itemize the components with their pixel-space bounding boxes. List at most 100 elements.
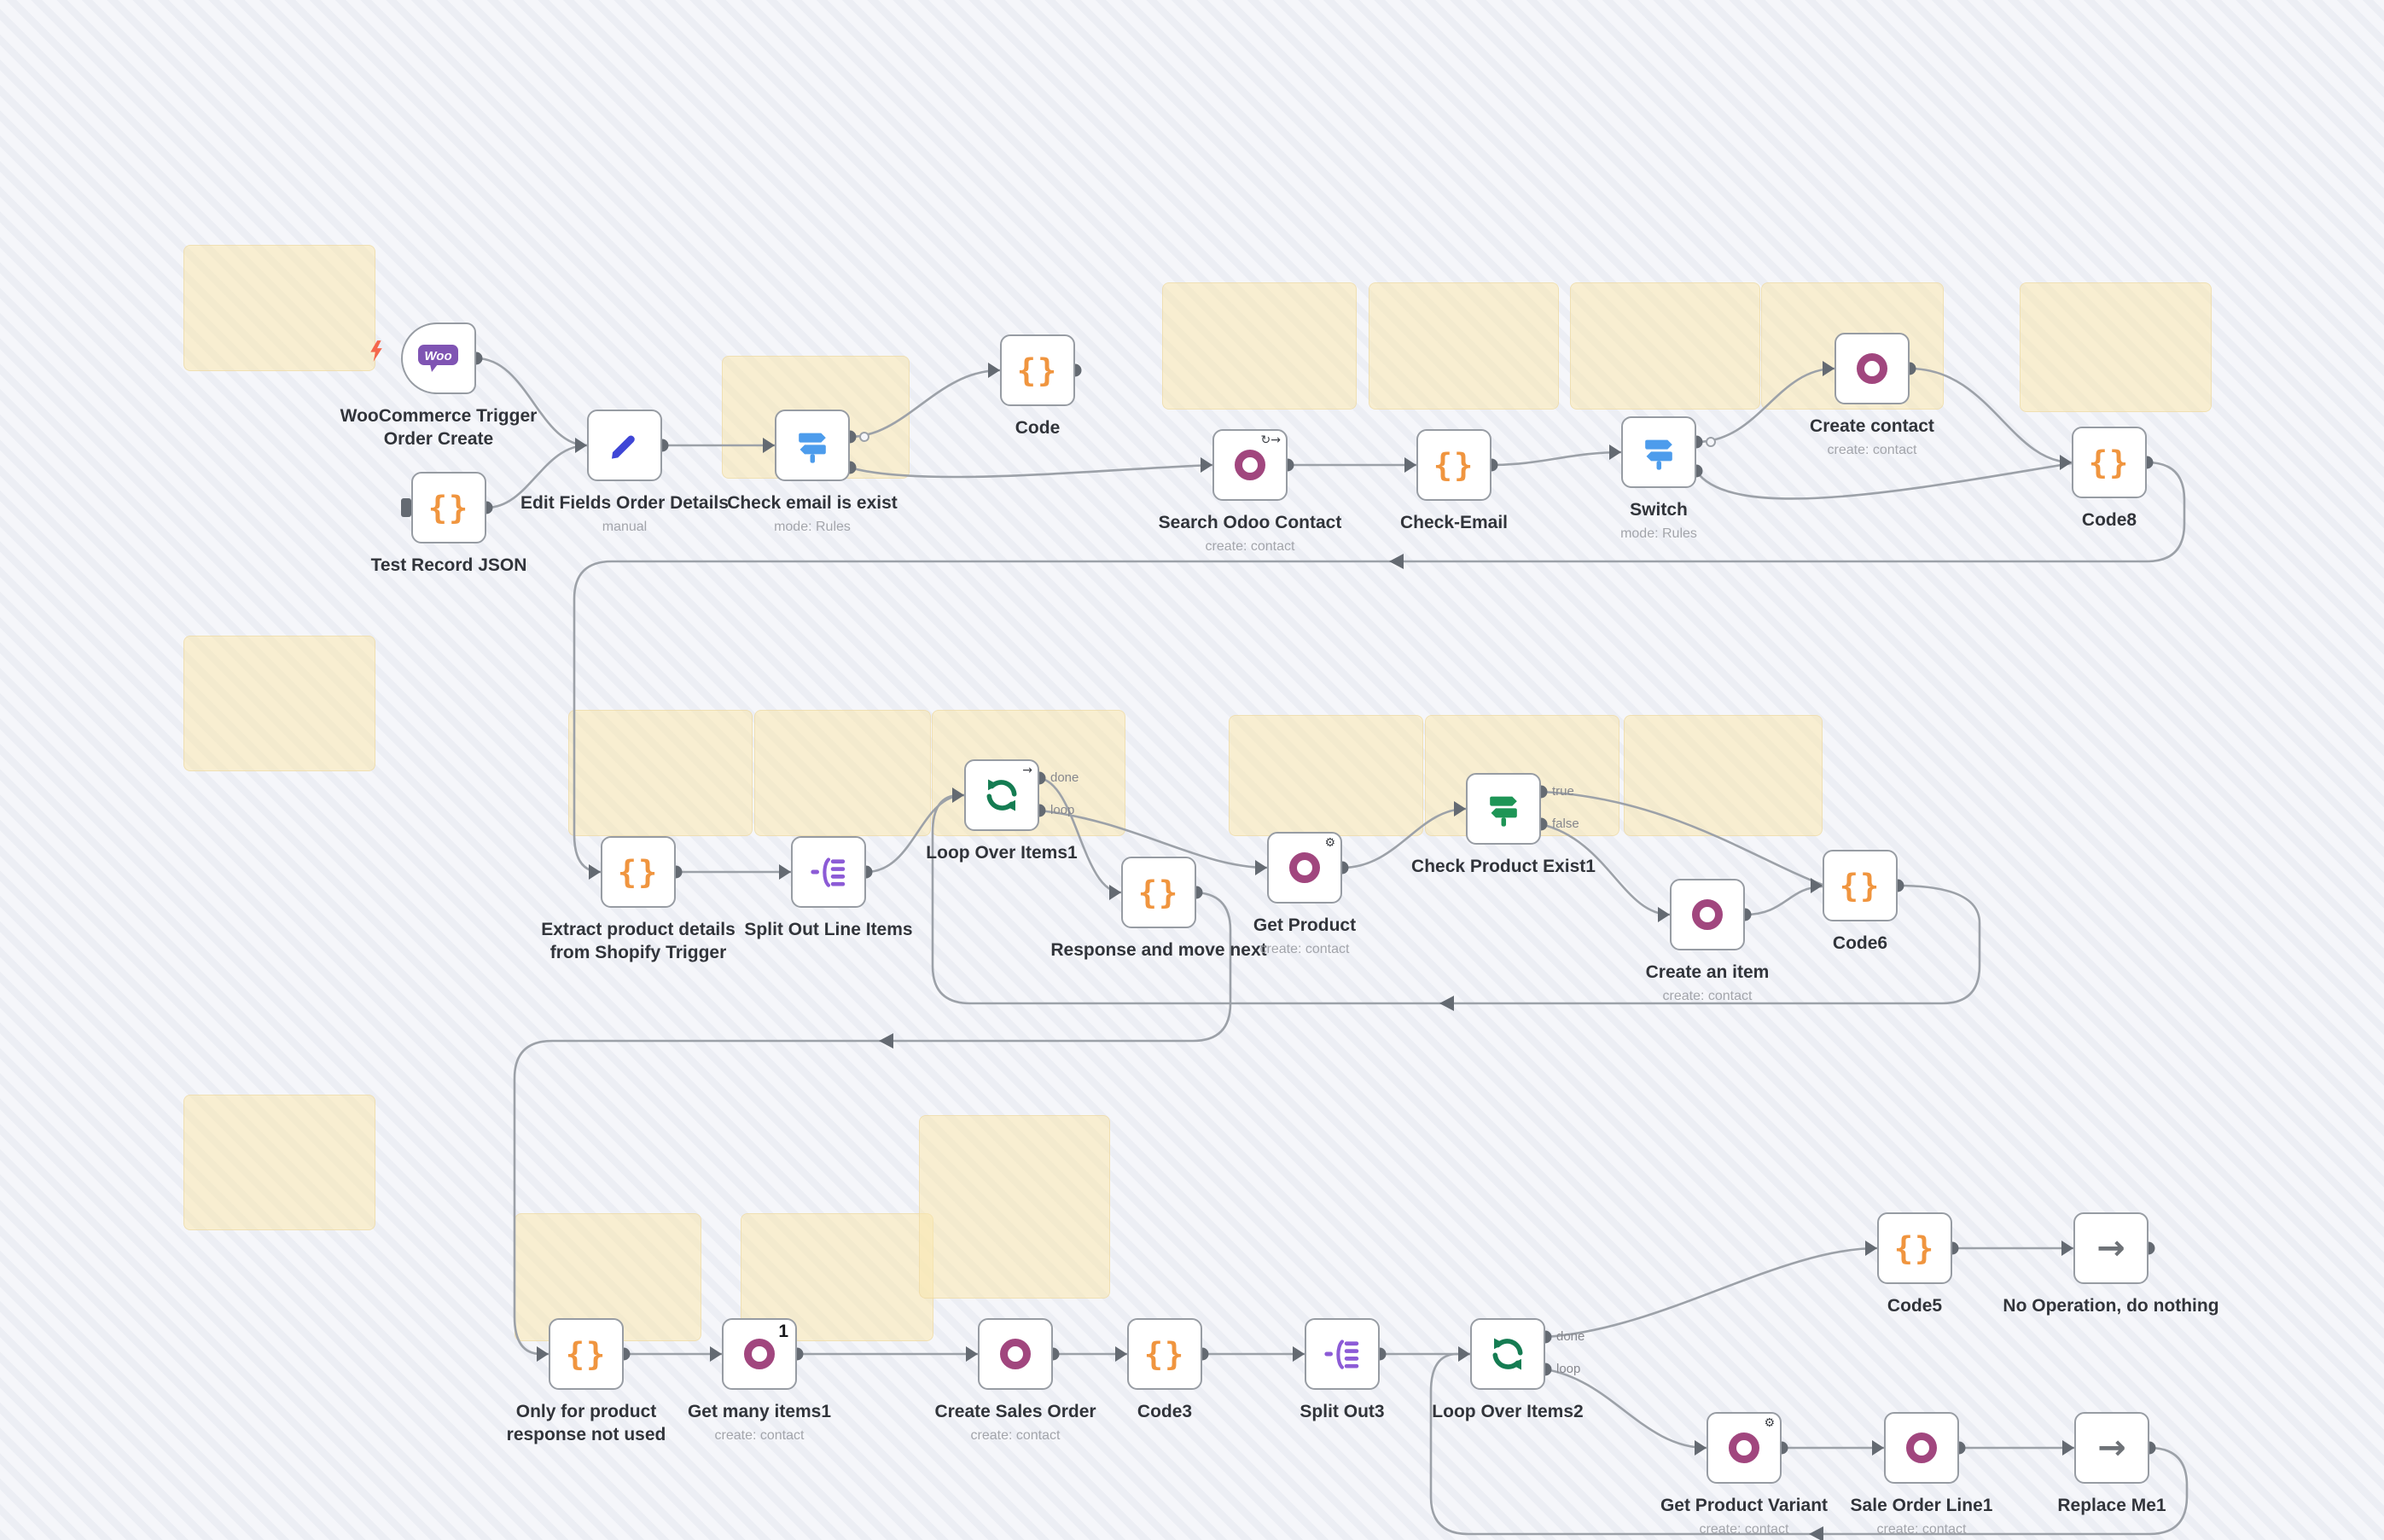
connection-replace1-to-loop2-loopback[interactable] — [1429, 1352, 2189, 1536]
node-createitem[interactable] — [1670, 879, 1745, 950]
connection-getproduct-to-checkexist1[interactable] — [1341, 807, 1467, 869]
sticky-note[interactable] — [1624, 715, 1823, 836]
node-sol1[interactable] — [1884, 1412, 1959, 1484]
node-noop[interactable]: → — [2073, 1212, 2149, 1284]
sticky-note[interactable] — [1369, 282, 1559, 410]
input-endpoint[interactable] — [779, 864, 791, 880]
connection-loop1-loop-to-getproduct[interactable] — [1038, 809, 1268, 869]
input-endpoint[interactable] — [1404, 457, 1416, 473]
input-endpoint[interactable] — [1115, 1346, 1127, 1362]
connection-checkexist1-true-to-code6[interactable] — [1540, 790, 1823, 886]
input-endpoint[interactable] — [1695, 1440, 1707, 1456]
connection-testjson-to-editfields[interactable] — [486, 444, 588, 509]
node-code6[interactable]: {} — [1823, 850, 1898, 921]
input-endpoint[interactable] — [1458, 1346, 1470, 1362]
input-endpoint[interactable] — [401, 498, 411, 517]
sticky-note[interactable] — [1570, 282, 1760, 410]
connection-switch-to-code8[interactable] — [1695, 462, 2073, 500]
connection-woo-to-editfields[interactable] — [475, 357, 588, 447]
input-endpoint[interactable] — [1823, 361, 1835, 376]
node-checkexist1[interactable] — [1466, 773, 1541, 845]
input-endpoint[interactable] — [710, 1346, 722, 1362]
input-endpoint[interactable] — [2060, 455, 2072, 470]
input-endpoint[interactable] — [1293, 1346, 1305, 1362]
node-createcontact[interactable] — [1835, 333, 1910, 404]
input-endpoint[interactable] — [1865, 1241, 1877, 1256]
node-loop2[interactable] — [1470, 1318, 1545, 1390]
node-splitoutitems[interactable] — [791, 836, 866, 908]
sticky-note[interactable] — [1229, 715, 1423, 836]
input-endpoint[interactable] — [2062, 1440, 2074, 1456]
node-switch[interactable] — [1621, 416, 1696, 488]
connection-checkemail-to-switch[interactable] — [1491, 450, 1622, 467]
connection-switch-to-createcontact[interactable] — [1695, 367, 1835, 444]
node-getproduct[interactable]: ⚙ — [1267, 832, 1342, 904]
input-endpoint[interactable] — [1609, 445, 1621, 460]
node-editfields[interactable] — [587, 410, 662, 481]
node-code3[interactable]: {} — [1127, 1318, 1202, 1390]
node-sublabel: create: contact — [1259, 942, 1350, 956]
connection-loop2-loop-to-gpv[interactable] — [1544, 1368, 1707, 1450]
node-response[interactable]: {} — [1121, 857, 1196, 928]
connection-checkexist1-false-to-createitem[interactable] — [1540, 822, 1671, 916]
input-endpoint[interactable] — [1811, 878, 1823, 893]
connection-code8-to-extract-loopback[interactable] — [573, 461, 2186, 874]
input-endpoint[interactable] — [1658, 907, 1670, 922]
node-checkemail[interactable]: {} — [1416, 429, 1491, 501]
connection-response-to-onlyproduct-loopback[interactable] — [513, 891, 1232, 1356]
node-sublabel: manual — [602, 520, 648, 534]
node-loop1[interactable]: → — [964, 759, 1039, 831]
odoo-icon — [1729, 1432, 1759, 1463]
node-label: Edit Fields Order Details — [520, 493, 729, 513]
sticky-note[interactable] — [919, 1115, 1110, 1299]
sticky-note[interactable] — [568, 710, 753, 836]
input-endpoint[interactable] — [952, 787, 964, 803]
input-endpoint[interactable] — [2061, 1241, 2073, 1256]
odoo-icon — [1000, 1339, 1031, 1369]
sticky-note[interactable] — [754, 710, 931, 836]
input-endpoint[interactable] — [1872, 1440, 1884, 1456]
node-onlyproduct[interactable]: {} — [549, 1318, 624, 1390]
node-searchodoo[interactable]: ↻→ — [1212, 429, 1288, 501]
connection-loop1-done-to-response[interactable] — [1038, 776, 1122, 894]
sticky-note[interactable] — [183, 245, 375, 371]
input-endpoint[interactable] — [763, 438, 775, 453]
input-endpoint[interactable] — [966, 1346, 978, 1362]
node-label: Get many items1 — [687, 1402, 832, 1421]
sticky-note[interactable] — [183, 636, 375, 771]
node-code5[interactable]: {} — [1877, 1212, 1952, 1284]
input-endpoint[interactable] — [988, 363, 1000, 378]
sticky-note[interactable] — [2020, 282, 2212, 412]
node-getmany1[interactable]: 1 — [722, 1318, 797, 1390]
connection-createcontact-to-code8[interactable] — [1909, 367, 2073, 464]
node-woo[interactable]: Woo — [401, 323, 476, 394]
node-label: Code3 — [1137, 1402, 1193, 1421]
connection-checkemailexist-to-code[interactable] — [849, 369, 1001, 439]
node-extract[interactable]: {} — [601, 836, 676, 908]
connection-code6-to-loop1-loopback[interactable] — [931, 793, 1981, 1005]
input-endpoint[interactable] — [1255, 860, 1267, 875]
node-replace1[interactable]: → — [2074, 1412, 2149, 1484]
node-code8[interactable]: {} — [2072, 427, 2147, 498]
code-icon: {} — [1143, 1335, 1186, 1373]
sticky-note[interactable] — [1162, 282, 1357, 410]
node-checkemailexist[interactable] — [775, 410, 850, 481]
connection-splitoutitems-to-loop1[interactable] — [865, 793, 965, 874]
sticky-note[interactable] — [183, 1095, 375, 1230]
connection-loop2-done-to-code5[interactable] — [1544, 1247, 1878, 1339]
connection-checkemailexist-to-searchodoo[interactable] — [849, 463, 1213, 479]
node-splitout3[interactable] — [1305, 1318, 1380, 1390]
input-endpoint[interactable] — [589, 864, 601, 880]
node-cso[interactable] — [978, 1318, 1053, 1390]
node-gpv[interactable]: ⚙ — [1707, 1412, 1782, 1484]
input-endpoint[interactable] — [1201, 457, 1212, 473]
input-endpoint[interactable] — [537, 1346, 549, 1362]
node-code[interactable]: {} — [1000, 334, 1075, 406]
input-endpoint[interactable] — [1454, 801, 1466, 816]
node-testjson[interactable]: {} — [411, 472, 486, 543]
input-endpoint[interactable] — [1109, 885, 1121, 900]
input-endpoint[interactable] — [575, 438, 587, 453]
odoo-icon — [1692, 899, 1723, 930]
